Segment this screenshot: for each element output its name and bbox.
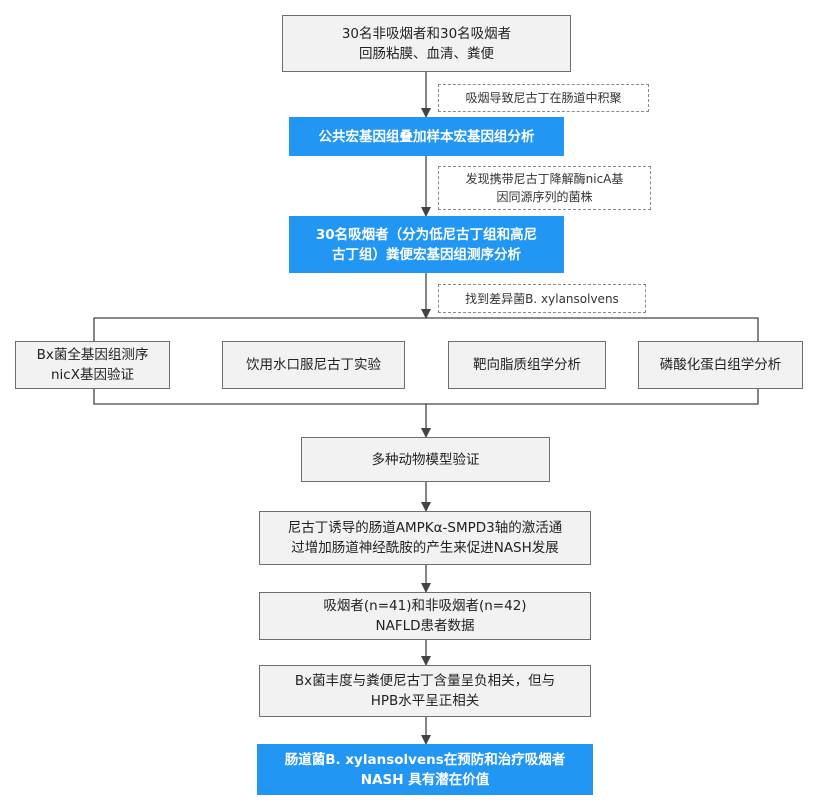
step-metagenome-analysis: 公共宏基因组叠加样本宏基因组分析 bbox=[289, 117, 564, 156]
branch-phosphoproteomics: 磷酸化蛋白组学分析 bbox=[638, 341, 803, 389]
branch1-line-2: nicX基因验证 bbox=[51, 367, 134, 383]
start-line-2: 回肠粘膜、血清、粪便 bbox=[359, 45, 494, 62]
step-fecal-sequencing: 30名吸烟者（分为低尼古丁组和高尼 古丁组）粪便宏基因组测序分析 bbox=[289, 216, 564, 273]
step5-line-2: NAFLD患者数据 bbox=[375, 618, 475, 634]
step6-line-2: HPB水平呈正相关 bbox=[370, 693, 480, 709]
note3-line-1: 找到差异菌B. xylansolvens bbox=[465, 291, 619, 306]
note-nicotine-accumulation: 吸烟导致尼古丁在肠道中积聚 bbox=[438, 84, 649, 112]
branch-oral-nicotine: 饮用水口服尼古丁实验 bbox=[222, 341, 405, 389]
step-correlation: Bx菌丰度与粪便尼古丁含量呈负相关，但与 HPB水平呈正相关 bbox=[259, 665, 591, 717]
conclusion-line-2: NASH 具有潜在价值 bbox=[360, 771, 490, 788]
note-differential-bacterium: 找到差异菌B. xylansolvens bbox=[438, 284, 646, 313]
step2-line-1: 30名吸烟者（分为低尼古丁组和高尼 bbox=[315, 226, 538, 243]
branch1-line-1: Bx菌全基因组测序 bbox=[36, 347, 149, 363]
step4-line-2: 过增加肠道神经酰胺的产生来促进NASH发展 bbox=[291, 540, 559, 556]
note1-line-1: 吸烟导致尼古丁在肠道中积聚 bbox=[465, 91, 622, 105]
branch-genome-sequencing: Bx菌全基因组测序 nicX基因验证 bbox=[15, 341, 170, 389]
step5-line-1: 吸烟者(n=41)和非吸烟者(n=42) bbox=[323, 598, 527, 614]
note2-line-1: 发现携带尼古丁降解酶nicA基 bbox=[465, 172, 624, 186]
step6-line-1: Bx菌丰度与粪便尼古丁含量呈负相关，但与 bbox=[294, 673, 556, 689]
conclusion-box: 肠道菌B. xylansolvens在预防和治疗吸烟者 NASH 具有潜在价值 bbox=[257, 744, 593, 795]
step3-line-1: 多种动物模型验证 bbox=[371, 451, 480, 468]
branch-lipidomics: 靶向脂质组学分析 bbox=[448, 341, 606, 389]
step-animal-models: 多种动物模型验证 bbox=[301, 437, 550, 482]
branch2-line-1: 饮用水口服尼古丁实验 bbox=[246, 357, 381, 373]
step-mechanism: 尼古丁诱导的肠道AMPKα-SMPD3轴的激活通 过增加肠道神经酰胺的产生来促进… bbox=[259, 511, 591, 565]
branch4-line-1: 磷酸化蛋白组学分析 bbox=[659, 357, 782, 373]
step2-line-2: 古丁组）粪便宏基因组测序分析 bbox=[332, 246, 521, 263]
step4-line-1: 尼古丁诱导的肠道AMPKα-SMPD3轴的激活通 bbox=[287, 520, 563, 536]
step1-line-1: 公共宏基因组叠加样本宏基因组分析 bbox=[318, 128, 535, 145]
note-nica-strains: 发现携带尼古丁降解酶nicA基 因同源序列的菌株 bbox=[438, 166, 651, 210]
start-box: 30名非吸烟者和30名吸烟者 回肠粘膜、血清、粪便 bbox=[282, 15, 571, 72]
conclusion-line-1: 肠道菌B. xylansolvens在预防和治疗吸烟者 bbox=[284, 751, 566, 768]
note2-line-2: 因同源序列的菌株 bbox=[496, 190, 593, 204]
branch3-line-1: 靶向脂质组学分析 bbox=[473, 357, 581, 373]
split-frame bbox=[93, 317, 759, 341]
step-patient-data: 吸烟者(n=41)和非吸烟者(n=42) NAFLD患者数据 bbox=[259, 592, 591, 640]
start-line-1: 30名非吸烟者和30名吸烟者 bbox=[341, 25, 512, 42]
